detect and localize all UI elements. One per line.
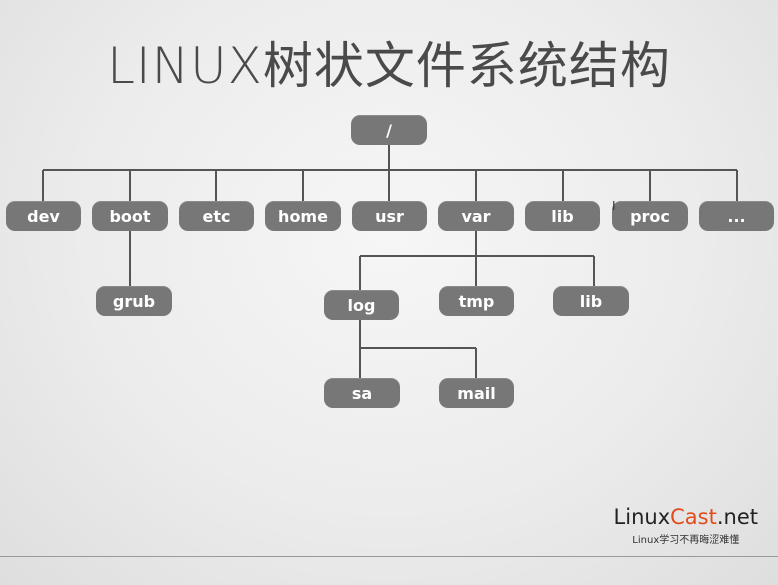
node-dev: dev — [6, 201, 81, 231]
node-grub: grub — [96, 286, 172, 316]
node-tmp: tmp — [439, 286, 514, 316]
brand-name: LinuxCast.net — [613, 505, 758, 529]
node-lib: lib — [525, 201, 600, 231]
node-etc: etc — [179, 201, 254, 231]
divider — [0, 556, 778, 557]
node-more: ... — [699, 201, 774, 231]
node-root: / — [351, 115, 427, 145]
slide-title: LINUX树状文件系统结构 — [107, 37, 671, 95]
node-boot: boot — [92, 201, 168, 231]
node-log: log — [324, 290, 399, 320]
node-mail: mail — [439, 378, 514, 408]
text-cursor-icon: Ⅰ — [612, 199, 616, 213]
brand-logo: LinuxCast.net Linux学习不再晦涩难懂 — [614, 505, 758, 546]
node-proc: proc — [612, 201, 688, 231]
node-var: var — [438, 201, 514, 231]
brand-slogan: Linux学习不再晦涩难懂 — [632, 535, 740, 546]
node-usr: usr — [352, 201, 427, 231]
node-sa: sa — [324, 378, 400, 408]
node-var-lib: lib — [553, 286, 629, 316]
node-home: home — [265, 201, 341, 231]
